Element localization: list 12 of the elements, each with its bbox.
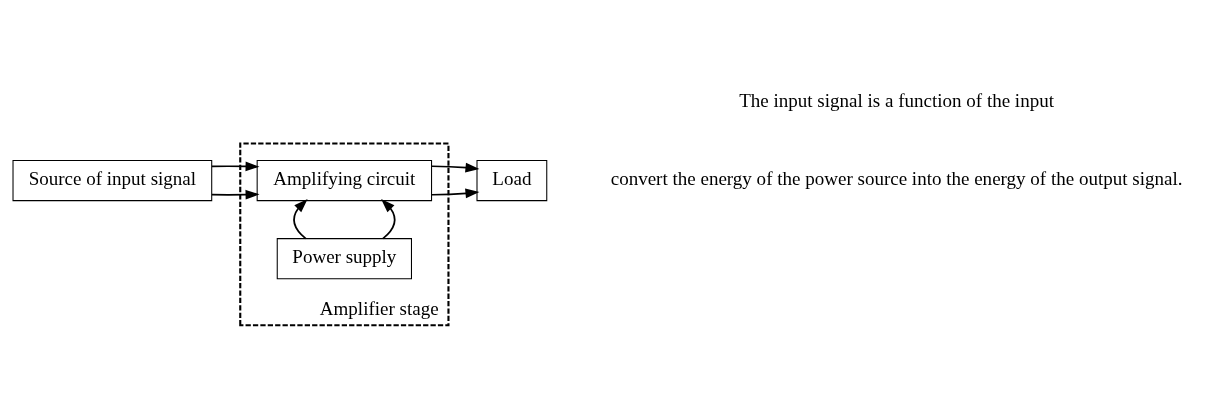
label: The input signal is a function of the input (739, 89, 1054, 111)
arrow (431, 162, 480, 173)
arrow (211, 161, 260, 172)
node-box: Amplifying circuit (256, 159, 433, 202)
arrow (381, 198, 396, 240)
node-box: Power supply (276, 238, 412, 280)
node-box: Source of input signal (12, 159, 213, 202)
arrow (211, 189, 260, 200)
node-box: Load (476, 159, 548, 202)
arrow (431, 188, 480, 199)
label: convert the energy of the power source into the energy of the output signal. (610, 168, 1183, 190)
arrow (293, 198, 308, 240)
